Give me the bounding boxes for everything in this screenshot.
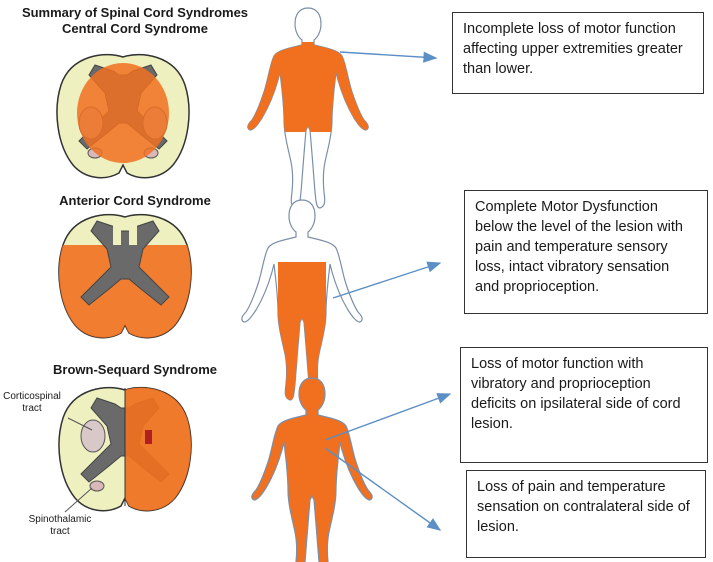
central-cord-description-box: Incomplete loss of motor function affect… <box>452 12 704 94</box>
brown-sequard-pain-description: Loss of pain and temperature sensation o… <box>477 479 690 535</box>
central-cord-cross-section <box>56 53 190 179</box>
central-cord-description: Incomplete loss of motor function affect… <box>463 21 683 77</box>
corticospinal-label: Corticospinal tract <box>0 391 64 415</box>
anterior-cord-description: Complete Motor Dysfunction below the lev… <box>475 199 683 295</box>
anterior-cord-title: Anterior Cord Syndrome <box>59 193 211 208</box>
corticospinal-pointer <box>67 417 93 431</box>
central-cord-title: Central Cord Syndrome <box>62 21 208 36</box>
anterior-cord-body-figure <box>241 199 363 401</box>
brown-sequard-pain-description-box: Loss of pain and temperature sensation o… <box>466 470 706 558</box>
spinothalamic-pointer <box>64 487 93 513</box>
central-cord-body-figure <box>247 7 369 209</box>
anterior-cord-description-box: Complete Motor Dysfunction below the lev… <box>464 190 708 314</box>
brown-sequard-pain-arrow <box>324 447 442 531</box>
brown-sequard-cross-section <box>58 386 192 512</box>
anterior-cord-arrow <box>332 261 442 299</box>
brown-sequard-motor-arrow <box>324 393 452 441</box>
summary-title: Summary of Spinal Cord Syndromes <box>21 5 249 20</box>
brown-sequard-motor-description: Loss of motor function with vibratory an… <box>471 356 681 432</box>
corticospinal-label-line2: tract <box>22 403 42 414</box>
spinothalamic-label: Spinothalamic tract <box>20 514 100 538</box>
anterior-cord-cross-section <box>58 213 192 339</box>
brown-sequard-title: Brown-Sequard Syndrome <box>53 362 217 377</box>
central-cord-arrow <box>339 51 438 63</box>
spinothalamic-label-line2: tract <box>50 526 70 537</box>
brown-sequard-motor-description-box: Loss of motor function with vibratory an… <box>460 347 708 463</box>
brown-sequard-body-figure <box>251 377 373 562</box>
corticospinal-label-line1: Corticospinal <box>3 391 61 402</box>
spinothalamic-label-line1: Spinothalamic <box>28 514 92 525</box>
